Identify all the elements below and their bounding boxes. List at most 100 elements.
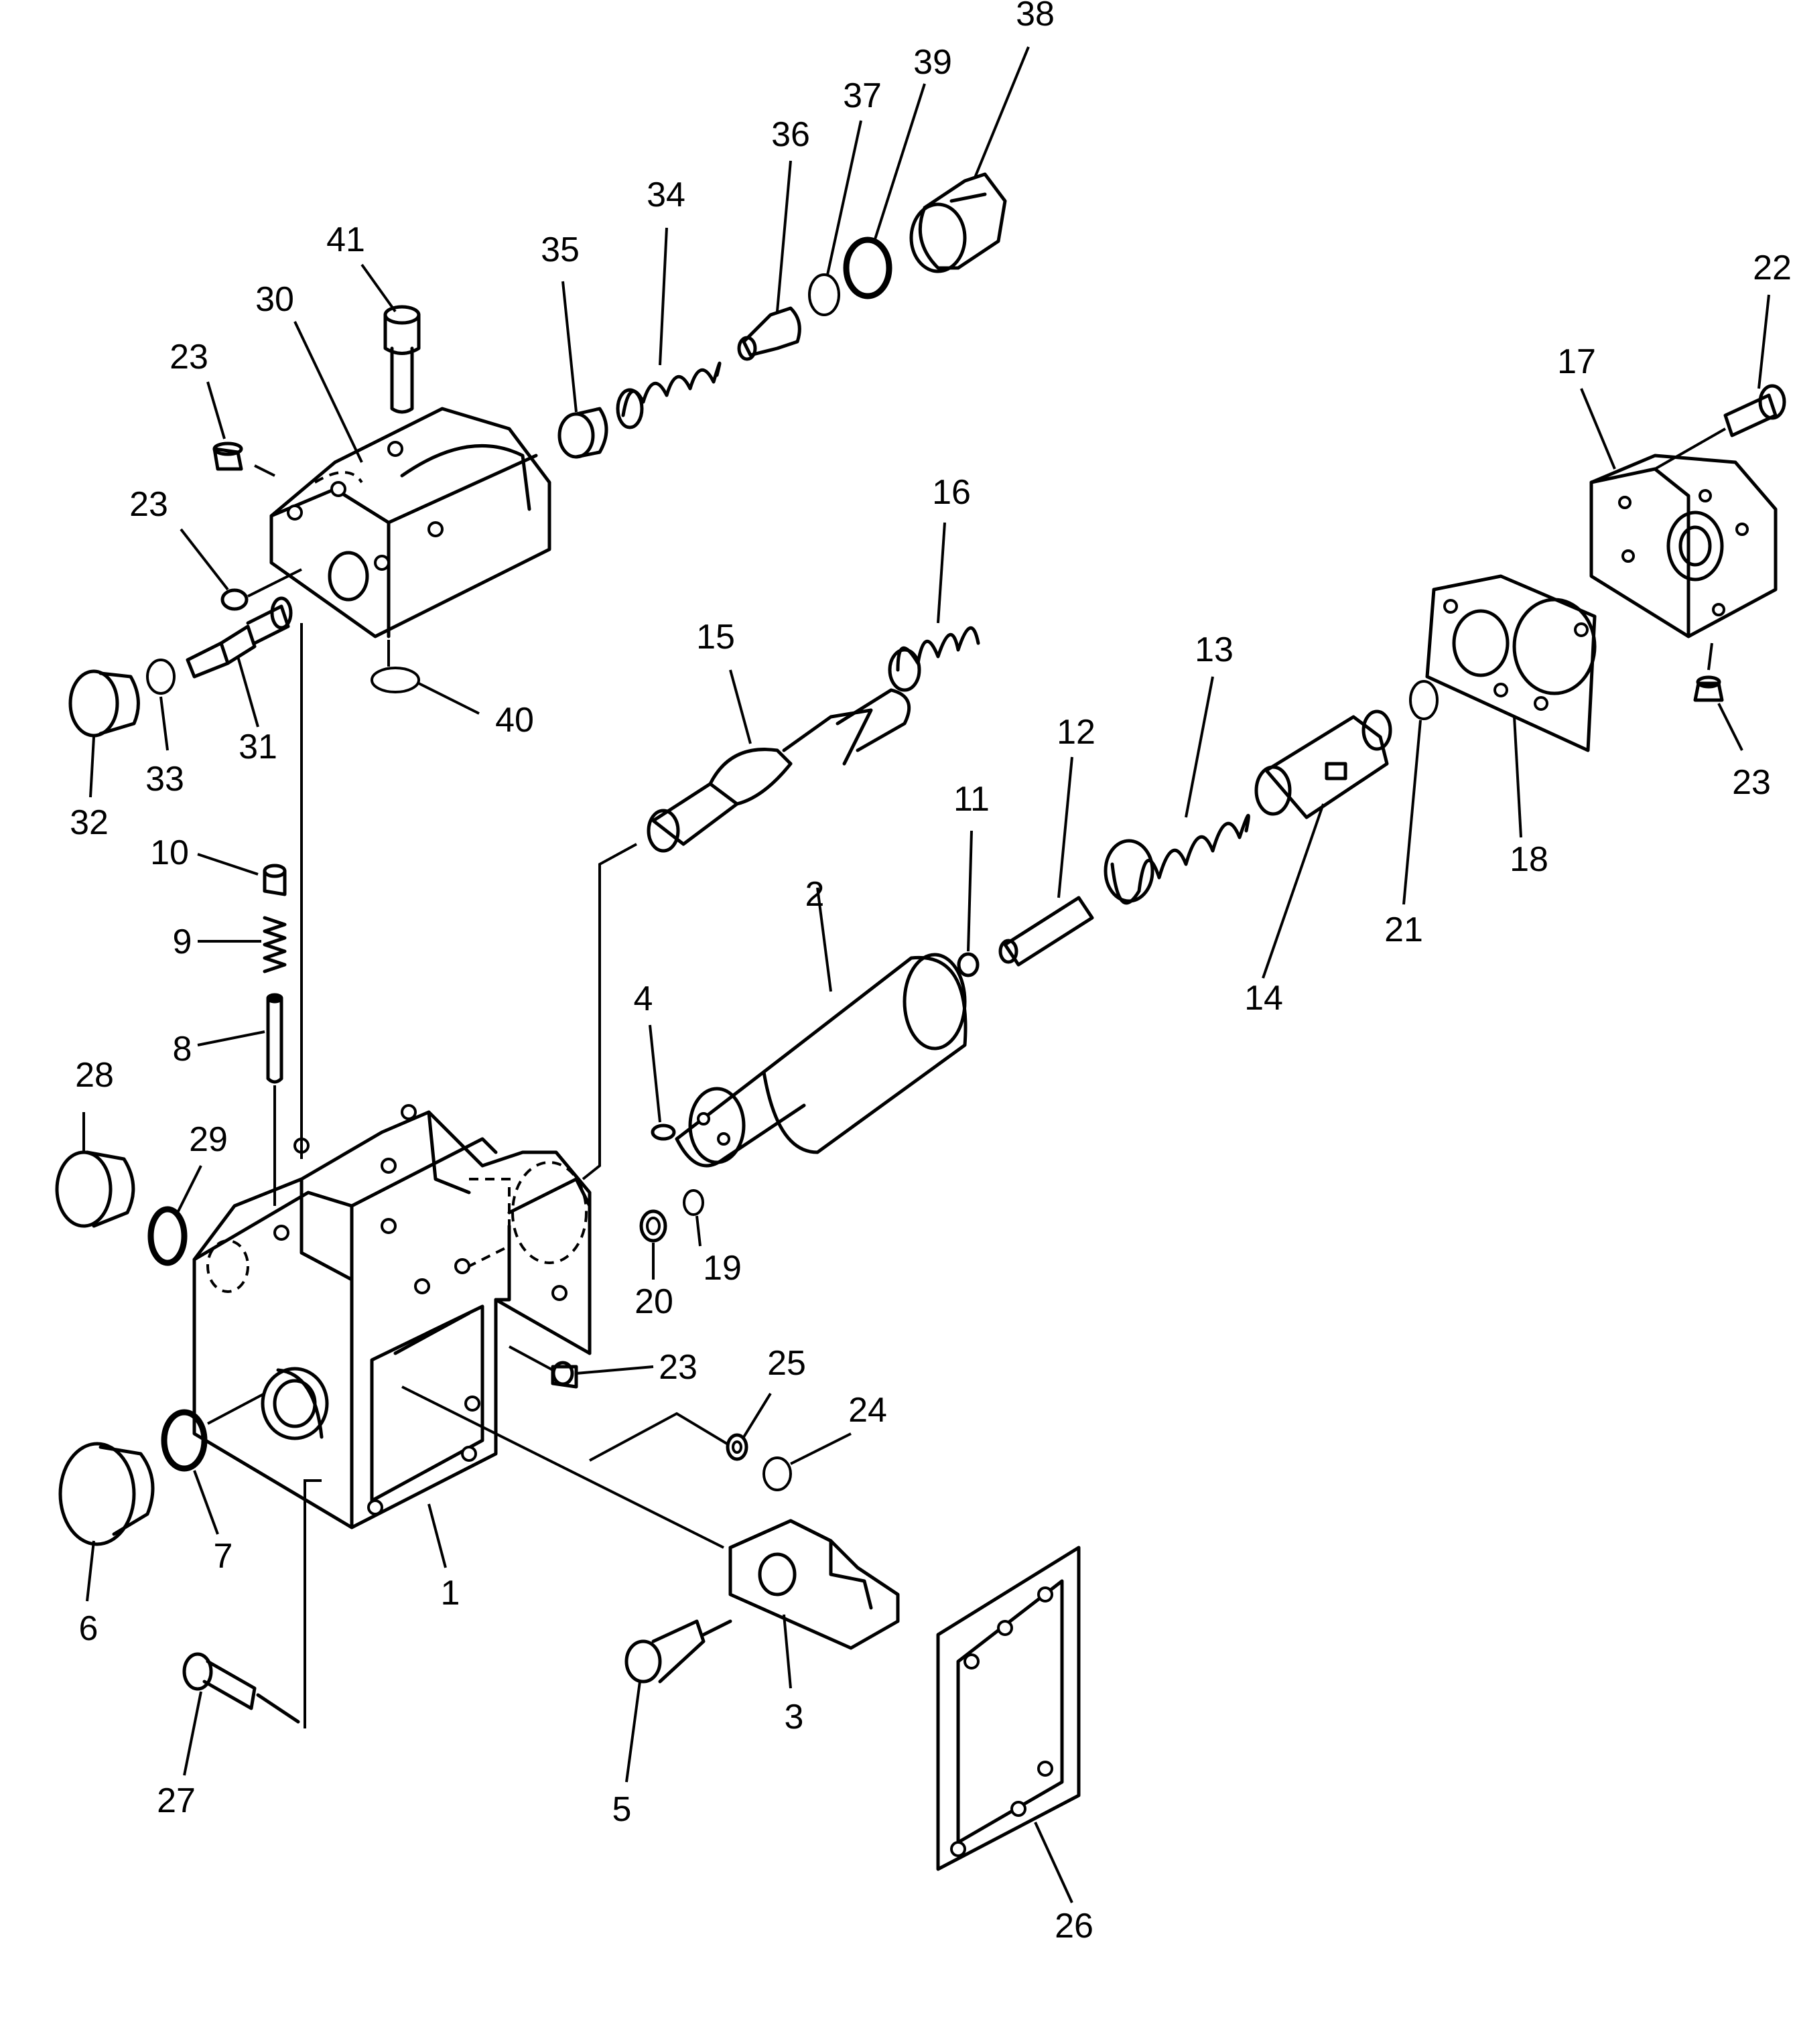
part-37-o-ring	[808, 273, 840, 316]
part-17-cover	[1589, 454, 1778, 638]
callout-14: 14	[1244, 979, 1283, 1018]
part-5-bolt	[624, 1619, 732, 1684]
leader-27	[183, 1691, 202, 1776]
part-22-bolt	[1723, 384, 1786, 437]
callout-23b: 23	[129, 485, 168, 524]
part-23-plug-c	[551, 1361, 578, 1389]
part-29-o-ring	[147, 1206, 188, 1266]
callout-18: 18	[1510, 840, 1548, 879]
assembly-line-3-to-body	[401, 1385, 724, 1549]
callout-4: 4	[634, 979, 653, 1018]
part-30-upper-block	[269, 407, 551, 638]
leader-12	[1057, 756, 1073, 898]
callout-31: 31	[239, 728, 277, 766]
leader-22	[1757, 294, 1770, 389]
part-23-plug-a	[212, 441, 243, 471]
leader-17	[1580, 388, 1616, 470]
leader-10	[197, 853, 259, 876]
leader-5	[625, 1681, 641, 1783]
callout-9: 9	[173, 923, 192, 961]
leader-14	[1262, 803, 1325, 979]
leader-24	[790, 1432, 852, 1465]
leader-3	[783, 1614, 792, 1689]
part-39-o-ring	[843, 236, 892, 299]
callout-23c: 23	[659, 1348, 697, 1387]
leader-4	[649, 1024, 661, 1123]
assembly-line-7-to-body	[207, 1392, 265, 1425]
part-23-plug-d	[1693, 675, 1724, 702]
leader-40	[418, 682, 480, 715]
part-20-ring	[639, 1209, 667, 1243]
assembly-line-23d-to-cover	[1707, 642, 1713, 671]
part-10-cap	[263, 864, 287, 896]
leader-23a	[206, 381, 226, 439]
callout-22: 22	[1753, 249, 1792, 287]
callout-36: 36	[771, 115, 810, 154]
leader-29	[176, 1165, 202, 1213]
leader-16	[937, 522, 946, 624]
callout-12: 12	[1057, 713, 1095, 752]
assembly-line-27-to-body	[304, 1479, 322, 1728]
leader-23d	[1717, 703, 1743, 751]
callout-20: 20	[635, 1282, 673, 1321]
assembly-line-30-to-23b	[247, 568, 302, 598]
part-23-plug-b	[220, 588, 249, 611]
callout-29: 29	[189, 1120, 228, 1159]
part-4-pin	[651, 1123, 676, 1141]
leader-41	[360, 263, 397, 313]
callout-21: 21	[1384, 910, 1423, 949]
leader-26	[1034, 1822, 1073, 1903]
leader-39	[873, 83, 926, 242]
callout-19: 19	[703, 1249, 742, 1288]
leader-33	[159, 696, 169, 751]
part-26-gasket	[936, 1546, 1081, 1871]
assembly-line-23-to-body	[509, 1345, 553, 1371]
assembly-line-15-to-body	[582, 843, 637, 1180]
part-40-o-ring	[371, 667, 420, 693]
callout-labels: 1 2 3 4 5 6 7 8 9 10 11 12 13 14 15 16 1…	[70, 0, 1792, 1946]
callout-3: 3	[785, 1698, 804, 1736]
leader-31	[237, 656, 259, 728]
leader-23b	[180, 528, 229, 591]
part-2-cylinder	[675, 953, 968, 1168]
part-28-plug	[55, 1150, 135, 1228]
part-32-plug	[68, 669, 140, 738]
callout-30: 30	[255, 280, 294, 319]
leader-36	[776, 160, 792, 312]
assembly-line-25-path	[589, 1412, 728, 1462]
callout-15: 15	[696, 618, 735, 657]
callout-6: 6	[79, 1609, 98, 1648]
leader-1	[427, 1503, 447, 1568]
part-14-sleeve	[1254, 709, 1392, 819]
leader-13	[1185, 676, 1214, 818]
callout-33: 33	[145, 760, 184, 799]
assembly-line-30-to-23a	[254, 464, 275, 477]
callout-41: 41	[326, 220, 365, 259]
callout-23a: 23	[170, 338, 208, 377]
callout-16: 16	[932, 473, 971, 512]
callout-39: 39	[913, 43, 952, 82]
callout-24: 24	[848, 1391, 887, 1430]
leader-2	[816, 887, 832, 992]
part-7-o-ring	[161, 1409, 208, 1472]
leader-8	[197, 1030, 265, 1046]
part-3-lever	[728, 1519, 900, 1650]
leader-25	[742, 1392, 772, 1438]
callout-17: 17	[1557, 342, 1596, 381]
part-31-spool	[186, 596, 293, 679]
part-9-spring	[263, 916, 287, 973]
leader-7	[193, 1470, 219, 1535]
callout-13: 13	[1195, 630, 1234, 669]
assembly-lines	[207, 427, 1726, 1728]
part-18-gasket	[1425, 574, 1597, 752]
callout-25: 25	[767, 1344, 806, 1383]
part-15-spool	[647, 688, 911, 853]
callout-23d: 23	[1732, 763, 1771, 802]
callout-27: 27	[157, 1781, 196, 1820]
leader-15	[729, 669, 752, 744]
callout-26: 26	[1055, 1907, 1093, 1946]
callout-38: 38	[1016, 0, 1055, 33]
leader-18	[1513, 716, 1522, 838]
callout-28: 28	[75, 1056, 114, 1095]
